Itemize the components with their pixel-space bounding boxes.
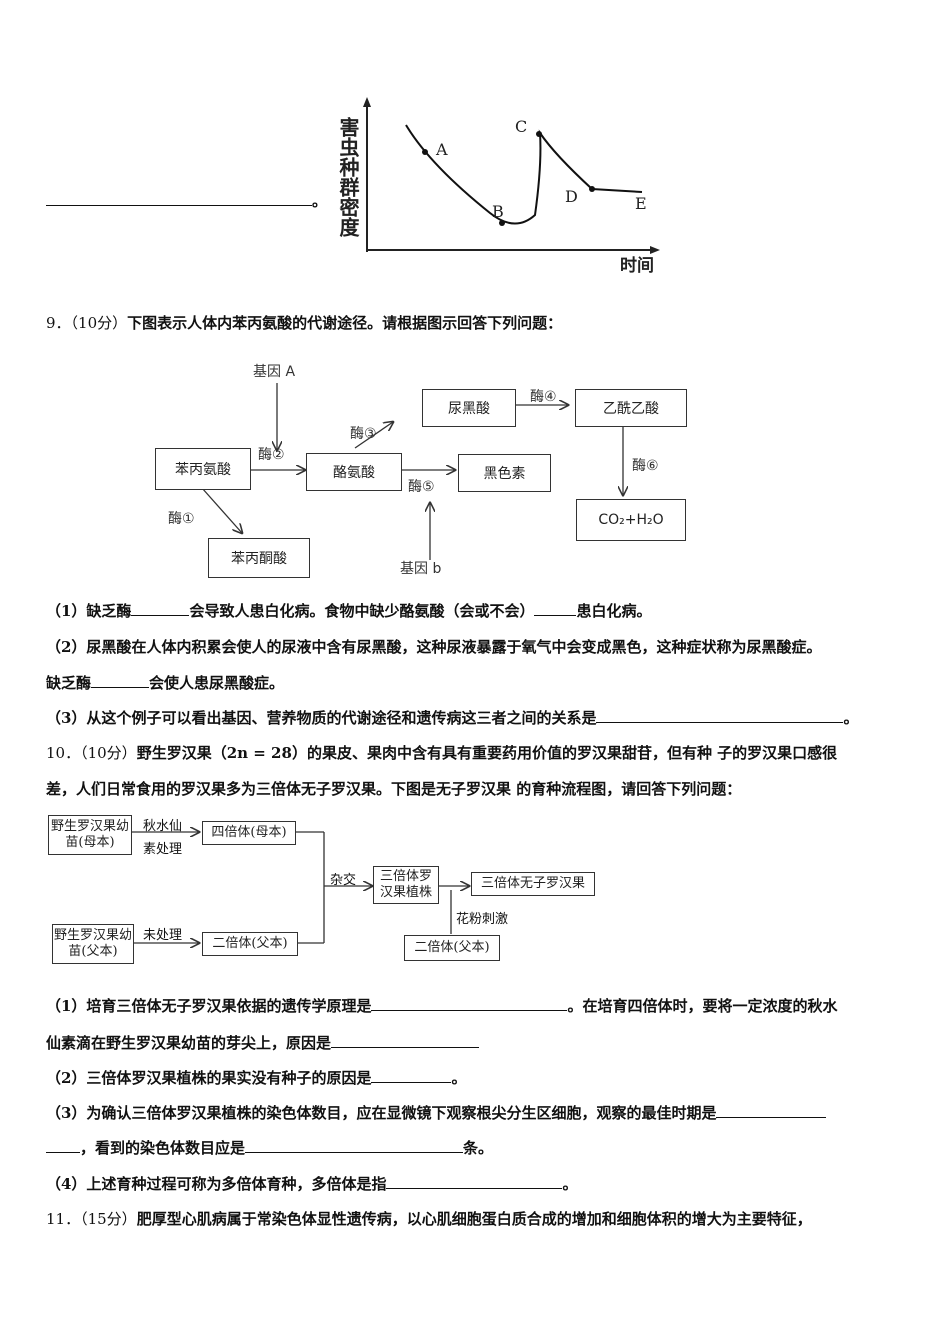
diploid-father-box-1: 二倍体(父本) bbox=[202, 932, 298, 956]
answer-blank bbox=[371, 1067, 452, 1083]
tetraploid-box: 四倍体(母本) bbox=[202, 821, 296, 845]
metabolism-arrows bbox=[201, 383, 700, 560]
q9-part2-line2: 缺乏酶会使人患尿黑酸症。 bbox=[46, 672, 285, 692]
breeding-flow-arrows bbox=[132, 810, 606, 970]
q10-part4: （4）上述育种过程可称为多倍体育种，多倍体是指。 bbox=[46, 1173, 578, 1193]
answer-blank bbox=[131, 600, 190, 616]
q10-part1-line2: 仙素滴在野生罗汉果幼苗的芽尖上，原因是 bbox=[46, 1032, 480, 1054]
q10-part1-line1: （1）培育三倍体无子罗汉果依据的遗传学原理是。在培育四倍体时，要将一定浓度的秋水 bbox=[46, 995, 838, 1015]
enzyme-2-label: 酶② bbox=[258, 447, 285, 463]
graph-xlabel: 时间 bbox=[620, 255, 654, 275]
q10-part2: （2）三倍体罗汉果植株的果实没有种子的原因是。 bbox=[46, 1067, 467, 1087]
point-label-e: E bbox=[635, 194, 647, 213]
point-label-d: D bbox=[565, 187, 578, 206]
colchicine-label-1: 秋水仙 bbox=[143, 819, 183, 834]
answer-blank bbox=[91, 672, 150, 688]
tyrosine-box: 酪氨酸 bbox=[306, 453, 402, 491]
answer-blank bbox=[716, 1102, 827, 1118]
answer-blank bbox=[331, 1032, 480, 1048]
graph-ylabel: 害虫种群密度 bbox=[336, 116, 360, 238]
answer-blank bbox=[534, 600, 577, 616]
answer-blank bbox=[46, 190, 312, 206]
point-label-c: C bbox=[515, 117, 527, 136]
seedless-fruit-box: 三倍体无子罗汉果 bbox=[471, 872, 595, 896]
wild-seedling-father-box: 野生罗汉果幼苗(父本) bbox=[52, 924, 134, 964]
gene-b-label: 基因 b bbox=[400, 561, 442, 577]
gene-a-label: 基因 A bbox=[253, 364, 296, 380]
q10-part3-line2: ，看到的染色体数目应是条。 bbox=[46, 1137, 493, 1159]
co2-h2o-box: CO₂+H₂O bbox=[576, 499, 686, 541]
colchicine-label-2: 素处理 bbox=[143, 842, 183, 857]
answer-blank bbox=[371, 995, 568, 1011]
q8-answer-line: 。 bbox=[46, 190, 327, 212]
enzyme-6-label: 酶⑥ bbox=[632, 458, 659, 474]
homogentisic-acid-box: 尿黑酸 bbox=[422, 389, 516, 427]
point-label-a: A bbox=[435, 140, 448, 159]
enzyme-4-label: 酶④ bbox=[530, 389, 557, 405]
q11-stem: 11．（15分）肥厚型心肌病属于常染色体显性遗传病，以心肌细胞蛋白质合成的增加和… bbox=[46, 1210, 812, 1228]
diploid-father-box-2: 二倍体(父本) bbox=[404, 935, 500, 961]
population-density-graph: 害虫种群密度 时间 A B C D E bbox=[336, 97, 660, 275]
phenylpyruvate-box: 苯丙酮酸 bbox=[208, 538, 310, 578]
point-label-b: B bbox=[492, 202, 504, 221]
q9-part2-line1: （2）尿黑酸在人体内积累会使人的尿液中含有尿黑酸，这种尿液暴露于氧气中会变成黑色… bbox=[46, 638, 822, 656]
enzyme-3-label: 酶③ bbox=[350, 426, 377, 442]
enzyme-5-label: 酶⑤ bbox=[408, 479, 435, 495]
triploid-plant-box: 三倍体罗汉果植株 bbox=[373, 866, 439, 904]
cross-label: 杂交 bbox=[330, 873, 357, 888]
enzyme-1-label: 酶① bbox=[168, 511, 195, 527]
answer-blank bbox=[245, 1137, 464, 1153]
q10-part3-line1: （3）为确认三倍体罗汉果植株的染色体数目，应在显微镜下观察根尖分生区细胞，观察的… bbox=[46, 1102, 827, 1124]
acetoacetate-box: 乙酰乙酸 bbox=[575, 389, 687, 427]
phenylalanine-box: 苯丙氨酸 bbox=[155, 448, 251, 490]
melanin-box: 黑色素 bbox=[458, 454, 551, 492]
wild-seedling-mother-box: 野生罗汉果幼苗(母本) bbox=[48, 815, 132, 855]
answer-blank bbox=[46, 1137, 80, 1153]
pollen-stimulation-label: 花粉刺激 bbox=[456, 912, 509, 927]
answer-blank bbox=[386, 1173, 563, 1189]
answer-blank bbox=[596, 707, 844, 723]
q9-part1: （1）缺乏酶会导致人患白化病。食物中缺少酪氨酸（会或不会）患白化病。 bbox=[46, 600, 652, 620]
q10-stem-line2: 差，人们日常食用的罗汉果多为三倍体无子罗汉果。下图是无子罗汉果 的育种流程图，请… bbox=[46, 780, 742, 798]
q9-part3: （3）从这个例子可以看出基因、营养物质的代谢途径和遗传病这三者之间的关系是。 bbox=[46, 707, 859, 727]
untreated-label: 未处理 bbox=[143, 928, 183, 943]
q10-stem-line1: 10．（10分）野生罗汉果（2n = 28）的果皮、果肉中含有具有重要药用价值的… bbox=[46, 744, 838, 762]
q9-stem: 9．（10分）下图表示人体内苯丙氨酸的代谢途径。请根据图示回答下列问题： bbox=[46, 314, 563, 332]
